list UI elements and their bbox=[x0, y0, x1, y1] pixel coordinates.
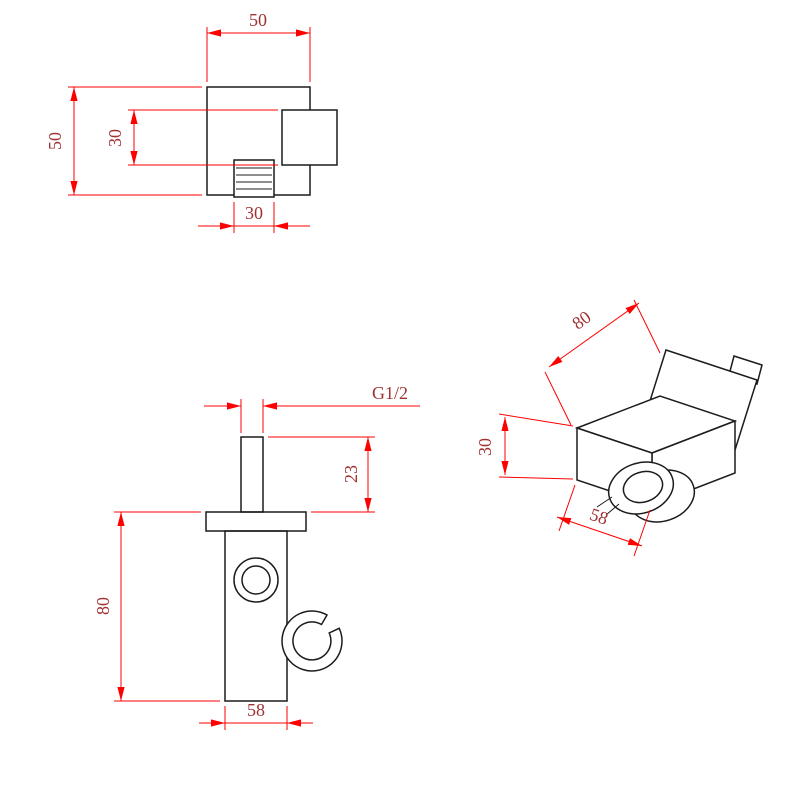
dim-label-iso-body-depth: 30 bbox=[475, 438, 495, 456]
dim-label-body-height: 80 bbox=[93, 597, 113, 615]
dim-block-depth: 30 bbox=[105, 109, 278, 166]
dimension-line bbox=[556, 516, 643, 547]
dim-iso-body-width: 58 bbox=[556, 484, 651, 557]
dim-iso-body-depth: 30 bbox=[475, 413, 574, 480]
mounting-block-top bbox=[281, 109, 338, 166]
dim-inlet-height: 23 bbox=[268, 436, 375, 513]
dim-label-plate-width: 50 bbox=[249, 10, 267, 30]
handset-cradle bbox=[281, 610, 343, 672]
cradle-hole-iso bbox=[622, 470, 664, 504]
dim-body-width: 58 bbox=[199, 700, 313, 730]
dim-body-height: 80 bbox=[93, 511, 220, 702]
top-view: 50 50 30 30 bbox=[45, 10, 338, 233]
thread-lines bbox=[236, 167, 272, 190]
front-view: G1/2 23 80 58 bbox=[93, 383, 420, 730]
cradle-slot-iso bbox=[596, 496, 620, 516]
outlet-port-top bbox=[233, 159, 275, 198]
extension-line bbox=[558, 484, 576, 532]
bracket-body bbox=[224, 530, 288, 702]
dim-label-outlet-width: 30 bbox=[245, 203, 263, 223]
extension-line bbox=[633, 509, 651, 557]
outlet-boss-outer bbox=[233, 557, 279, 603]
extension-line bbox=[633, 299, 661, 354]
extension-line bbox=[544, 371, 572, 426]
dim-plate-width: 50 bbox=[206, 10, 311, 82]
wall-flange bbox=[205, 511, 307, 532]
dim-outlet-width: 30 bbox=[198, 202, 310, 233]
dim-label-iso-body-width: 58 bbox=[587, 504, 611, 529]
dim-label-plate-depth: 50 bbox=[45, 132, 65, 150]
dim-label-body-width: 58 bbox=[247, 700, 265, 720]
outlet-cylinder bbox=[233, 159, 275, 198]
dim-label-inlet-height: 23 bbox=[341, 465, 361, 483]
dim-label-iso-plate-size: 80 bbox=[568, 307, 594, 334]
dim-plate-depth: 50 bbox=[45, 86, 202, 196]
dim-label-block-depth: 30 bbox=[105, 129, 125, 147]
outlet-boss-inner bbox=[241, 565, 271, 595]
inlet-pipe bbox=[240, 436, 264, 513]
dim-label-thread-size: G1/2 bbox=[372, 383, 408, 403]
isometric-view: 80 30 58 bbox=[475, 299, 763, 557]
extension-line bbox=[498, 476, 574, 480]
extension-line bbox=[498, 413, 574, 427]
dim-thread-size: G1/2 bbox=[204, 383, 420, 433]
dimension-line bbox=[548, 302, 640, 368]
